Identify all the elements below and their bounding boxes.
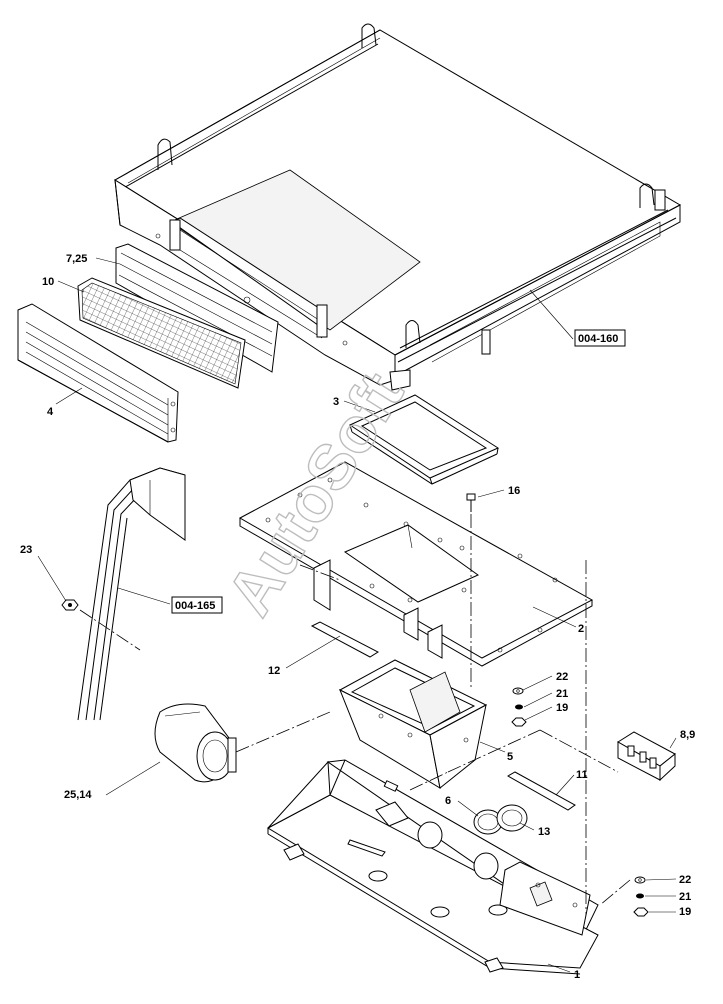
filter-mesh	[77, 277, 246, 389]
callout-4: 4	[47, 406, 54, 418]
leader-lines	[37, 257, 677, 973]
callout-2: 2	[578, 623, 584, 635]
roof-assembly	[114, 23, 682, 391]
callout-22-lower: 22	[679, 874, 691, 886]
ref-box-004-165	[171, 596, 223, 614]
callout-16: 16	[508, 485, 520, 497]
washer-nut-stack-upper	[511, 687, 527, 727]
seal-strip-11	[506, 771, 576, 811]
callout-19-upper: 19	[556, 702, 568, 714]
callout-5: 5	[507, 751, 513, 763]
blower-fan	[154, 703, 237, 783]
callout-12: 12	[268, 665, 280, 677]
callout-004-165: 004-165	[175, 600, 215, 612]
grommet-rings	[473, 804, 528, 835]
gasket-frame	[348, 394, 500, 485]
callout-22-upper: 22	[556, 671, 568, 683]
callout-19-lower: 19	[679, 906, 691, 918]
callout-7-25: 7,25	[66, 253, 87, 265]
callout-8-9: 8,9	[680, 729, 695, 741]
seal-strip-12	[310, 621, 380, 658]
washer-nut-stack-lower	[633, 876, 649, 917]
callout-11: 11	[576, 769, 588, 781]
electrical-connector	[617, 731, 676, 782]
screw	[466, 493, 476, 512]
callout-23: 23	[20, 544, 32, 556]
callout-6: 6	[445, 795, 451, 807]
callout-21-lower: 21	[679, 891, 691, 903]
callout-10: 10	[42, 276, 54, 288]
base-plate	[238, 461, 594, 667]
callout-3: 3	[333, 396, 339, 408]
center-lines	[79, 514, 631, 915]
callout-21-upper: 21	[556, 688, 568, 700]
louvre-grille	[17, 303, 179, 443]
callout-13: 13	[538, 826, 550, 838]
callout-1: 1	[574, 969, 580, 981]
callout-004-160: 004-160	[578, 333, 618, 345]
nut-23	[61, 599, 79, 611]
callout-25-14: 25,14	[64, 789, 92, 801]
cab-pillar	[77, 467, 186, 721]
air-duct-box	[338, 659, 488, 790]
front-panel	[266, 759, 599, 975]
ref-box-004-160	[574, 329, 626, 347]
